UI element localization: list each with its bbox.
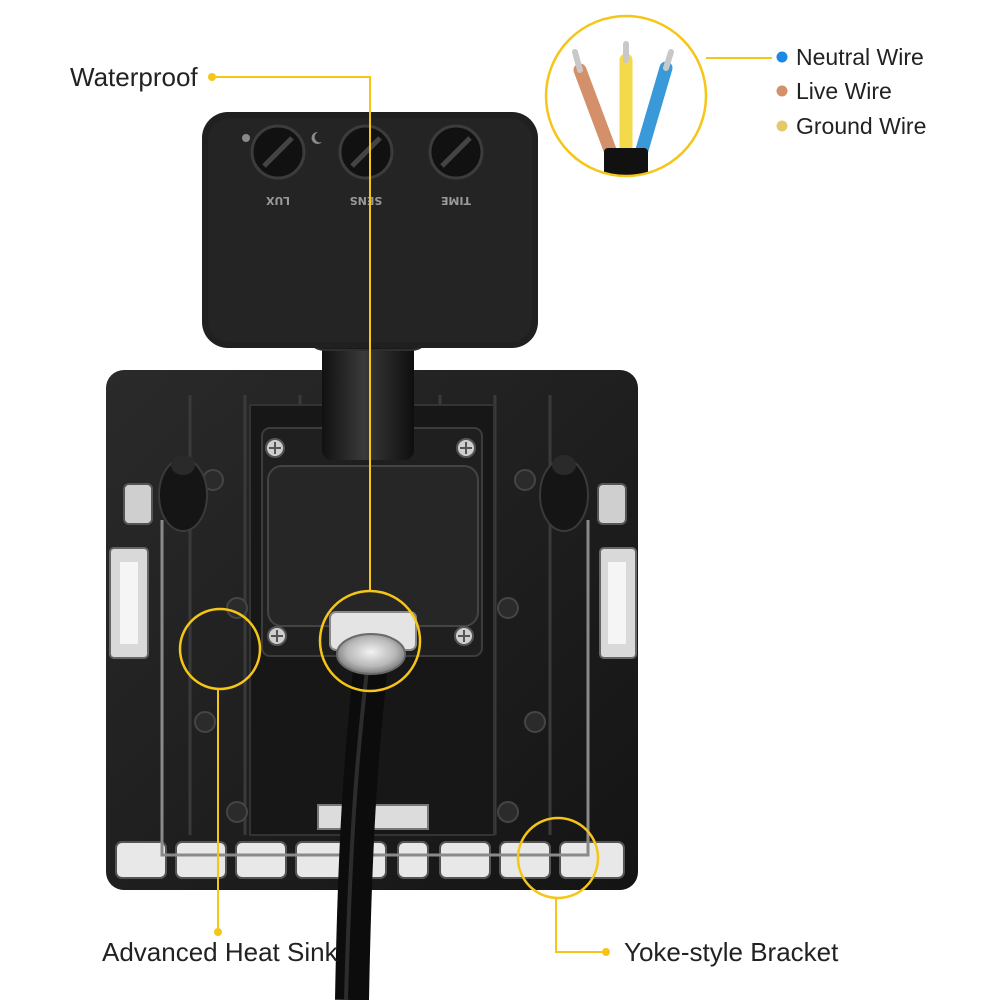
- bracket-label: Yoke-style Bracket: [624, 937, 839, 967]
- legend-label-ground: Ground Wire: [796, 113, 926, 139]
- legend-dot-neutral: [776, 51, 788, 63]
- bracket-leader: [555, 898, 604, 953]
- wire-legend: Neutral Wire Live Wire Ground Wire: [776, 44, 926, 139]
- legend-dot-live: [776, 85, 788, 97]
- waterproof-leader: [214, 76, 371, 591]
- legend-label-live: Live Wire: [796, 78, 892, 104]
- heat-sink-label: Advanced Heat Sink: [102, 937, 339, 967]
- sens-dial: [338, 124, 394, 180]
- dial-label-time: TIME: [441, 194, 471, 207]
- dial-label-sens: SENS: [350, 194, 383, 207]
- cable-gland: [329, 611, 417, 675]
- wire-inset: [544, 14, 708, 178]
- sun-icon: [242, 134, 250, 142]
- moon-icon: [311, 131, 322, 144]
- legend-dot-ground: [776, 120, 788, 132]
- lux-dial: [250, 124, 306, 180]
- yoke-bracket: [160, 520, 590, 857]
- time-dial: [428, 124, 484, 180]
- power-cable: [335, 658, 388, 1000]
- waterproof-label: Waterproof: [70, 62, 198, 92]
- dial-label-lux: LUX: [265, 194, 290, 207]
- legend-label-neutral: Neutral Wire: [796, 44, 924, 70]
- heat-sink-highlight: [178, 607, 262, 691]
- bracket-highlight: [516, 816, 600, 900]
- bracket-knob-right: [539, 455, 627, 532]
- junction-box: [261, 427, 483, 657]
- bracket-knob-left: [123, 455, 208, 532]
